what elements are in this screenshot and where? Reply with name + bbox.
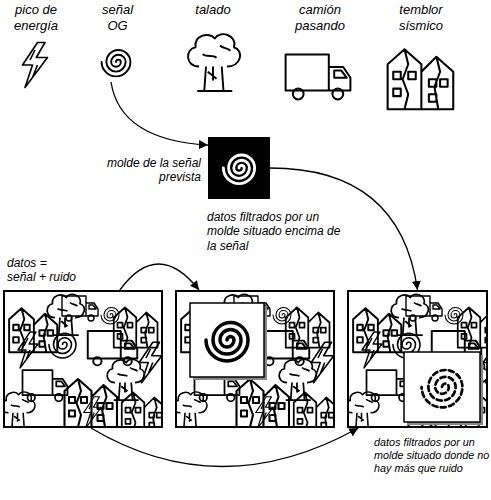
node-label: pico de energía (5, 2, 67, 33)
noise-jumble (347, 294, 488, 428)
node-label: señal OG (95, 2, 140, 33)
node-label: datos filtrados por un molde situado don… (374, 436, 490, 475)
passing-truck: camión pasando (280, 2, 360, 36)
node-label: molde de la señal prevista (101, 156, 201, 185)
node-label: datos = señal + ruido (7, 256, 77, 285)
data-panel: datos = señal + ruido (3, 290, 163, 428)
node-label: talado (175, 2, 251, 18)
filter-window (190, 303, 264, 377)
flow-arrow (91, 428, 358, 467)
energy-spike-icon (23, 43, 48, 88)
node-label: temblor sísmico (391, 2, 451, 33)
noise-jumble (175, 294, 335, 428)
filtered-panel: datos filtrados por un molde situado enc… (175, 290, 335, 428)
node-label: datos filtrados por un molde situado enc… (207, 210, 349, 253)
flow-arrow (111, 82, 208, 145)
unmatched-spiral (422, 370, 463, 407)
template-square (208, 137, 270, 199)
gw-signal: señal OG (85, 2, 150, 82)
template-box: molde de la señal prevista (208, 137, 270, 199)
tree-felling: talado (175, 2, 251, 22)
seismic-tremor: temblor sísmico (380, 2, 462, 36)
truck-icon (286, 54, 351, 99)
node-label: camión pasando (291, 2, 349, 33)
energy-spike: pico de energía (5, 2, 67, 36)
flow-arrow (120, 264, 199, 290)
tree-felling-icon (188, 34, 240, 91)
filter-window (404, 352, 480, 422)
template-spiral (223, 155, 254, 184)
gw-signal-icon (102, 50, 131, 76)
matched-spiral (206, 323, 248, 362)
earthquake-icon (388, 49, 454, 109)
noise-jumble (3, 294, 163, 428)
filtered-panel: datos filtrados por un molde situado don… (347, 290, 488, 428)
